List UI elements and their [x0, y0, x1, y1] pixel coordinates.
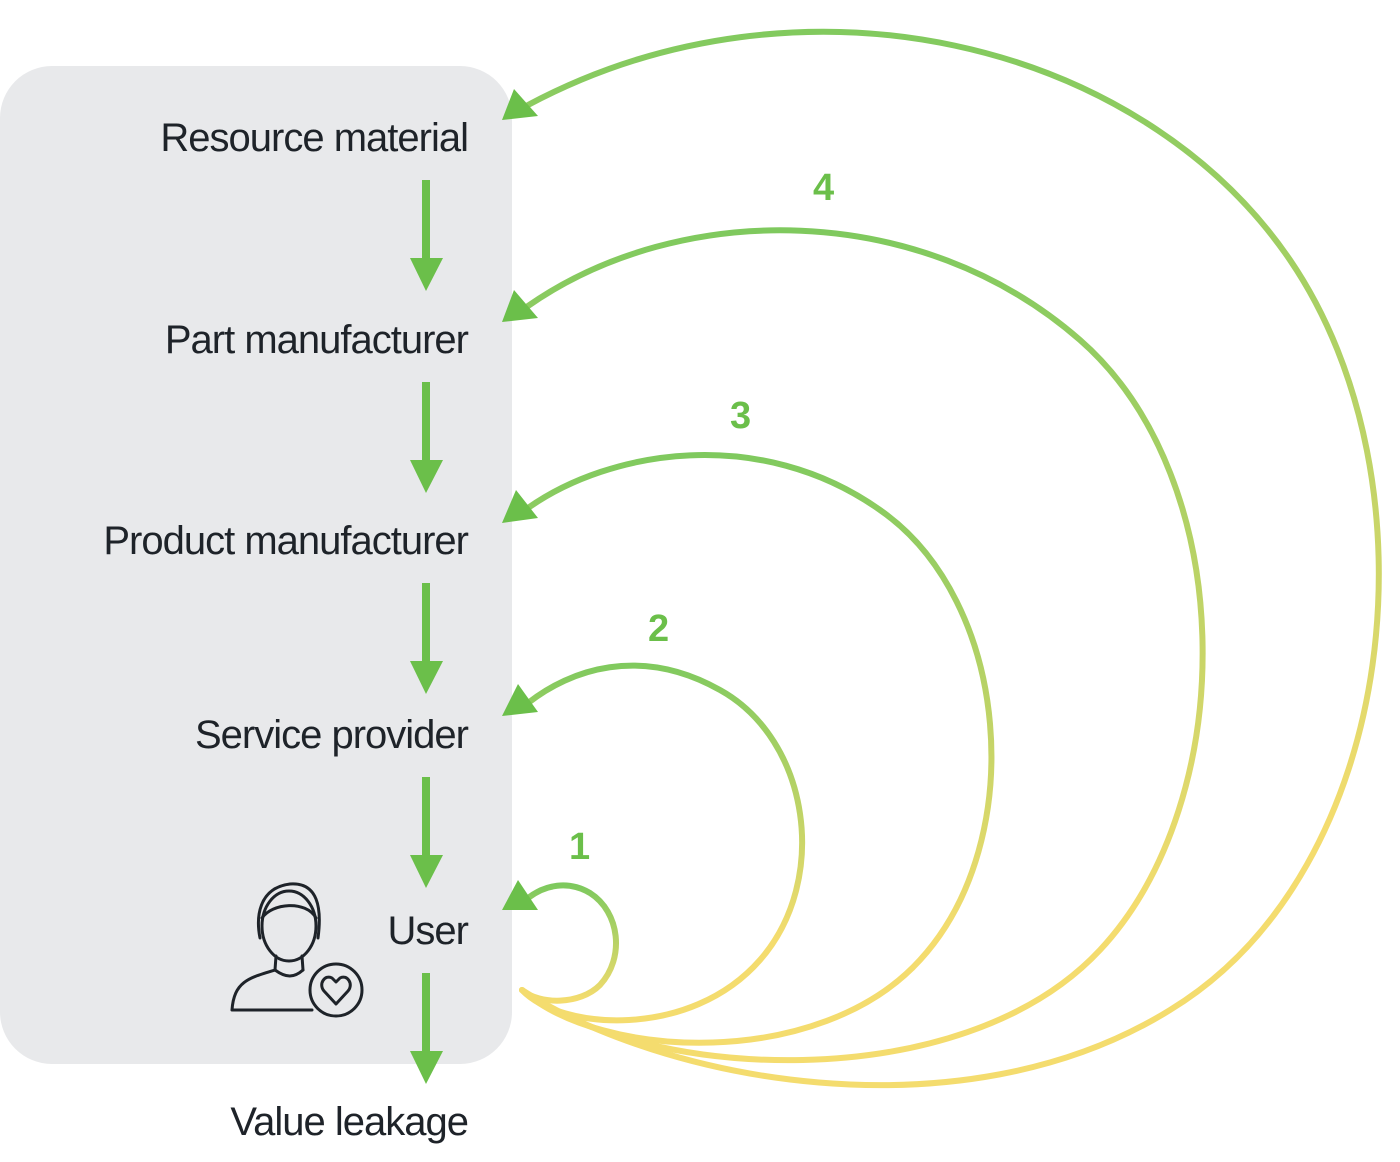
- loop-4-number: 4: [813, 167, 835, 209]
- loop-4-path: [519, 227, 1206, 1064]
- value-leakage-label: Value leakage: [230, 1100, 469, 1144]
- loop-1-path: [519, 882, 619, 1004]
- loop-2-arrowhead: [502, 684, 538, 716]
- user-heart-icon: [230, 882, 364, 1018]
- flow-arrow-1: [410, 180, 443, 291]
- loop-4-arrowhead: [502, 290, 538, 322]
- loop-2-number: 2: [648, 608, 670, 650]
- flow-arrow-4: [410, 777, 443, 888]
- loop-3-number: 3: [730, 395, 752, 437]
- loop-1-number: 1: [569, 826, 591, 868]
- stage-service-provider: Service provider: [194, 713, 469, 757]
- flow-arrow-5: [410, 973, 443, 1084]
- loop-2-path: [519, 662, 806, 1024]
- loop-3-arrowhead: [502, 490, 538, 523]
- loop-3-path: [519, 452, 995, 1046]
- stage-part-manufacturer: Part manufacturer: [164, 318, 469, 362]
- stage-resource-material: Resource material: [160, 116, 469, 160]
- loop-5-path: [519, 28, 1382, 1089]
- stage-user: User: [387, 909, 469, 953]
- flow-arrow-2: [410, 382, 443, 493]
- stage-product-manufacturer: Product manufacturer: [103, 519, 469, 563]
- loop-1-arrowhead: [502, 880, 538, 910]
- flow-arrow-3: [410, 583, 443, 694]
- loop-5-arrowhead: [502, 89, 538, 120]
